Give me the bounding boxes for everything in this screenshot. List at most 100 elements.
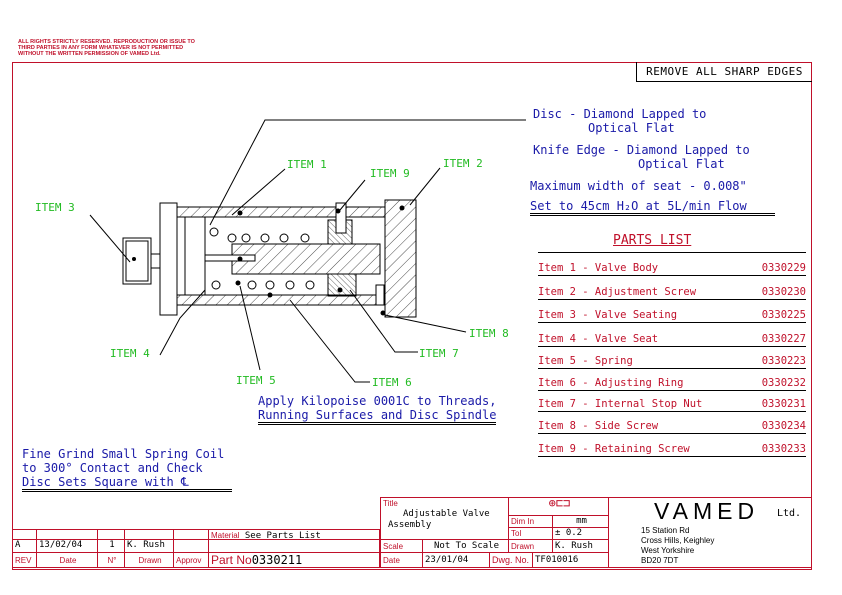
note-line: Optical Flat [638,157,725,171]
callout-item-9: ITEM 9 [370,167,410,180]
callout-item-6: ITEM 6 [372,376,412,389]
company-suffix: Ltd. [777,508,802,519]
side-screw-part [375,284,385,306]
part-label: Item 2 - Adjustment Screw [538,286,697,298]
scale-value: Not To Scale [422,539,509,553]
max-width-note: Maximum width of seat - 0.008" [530,179,747,193]
note-line: Running Surfaces and Disc Spindle [258,408,497,425]
part-label: Item 8 - Side Screw [538,420,659,432]
part-label: Item 9 - Retaining Screw [538,443,690,455]
parts-list-row: Item 8 - Side Screw 0330234 [538,412,806,434]
callout-item-4: ITEM 4 [110,347,150,360]
remove-sharp-edges-note: REMOVE ALL SHARP EDGES [636,62,812,82]
title-line: Assembly [388,520,432,530]
adjusting-ring-part [327,273,357,297]
part-label: Item 6 - Adjusting Ring [538,377,684,389]
part-label: Item 3 - Valve Seating [538,309,678,321]
drawn-value: K. Rush [552,539,609,553]
scale-label: Scale [380,539,423,553]
drawing-frame [12,62,812,570]
part-number: 0330232 [761,377,806,389]
knife-edge-note: Knife Edge - Diamond Lapped to Optical F… [533,143,750,171]
rev-value: A [12,539,37,553]
date-header: Date [36,552,98,568]
part-no-value: 0330211 [251,553,303,567]
parts-list-row: Item 7 - Internal Stop Nut 0330231 [538,390,806,412]
leader-lines [89,119,526,383]
address-line: BD20 7DT [641,556,679,565]
note-line: Disc - Diamond Lapped to [533,107,707,121]
leader-dots [132,205,405,316]
part-number: 0330223 [761,355,806,367]
part-number: 0330231 [761,398,806,410]
rev-number-value: 1 [97,539,125,553]
address-line: 15 Station Rd [641,526,690,535]
dwg-no-label: Dwg. No. [489,552,533,568]
spindle [231,243,381,275]
material-label: Material [211,531,240,540]
callout-item-2: ITEM 2 [443,157,483,170]
parts-list-row: Item 4 - Valve Seat 0330227 [538,325,806,347]
apply-note: Apply Kilopoise 0001C to Threads, Runnin… [258,394,497,425]
projection-symbol-icon: ⊕⊏⊐ [508,497,609,516]
parts-list-row: Item 1 - Valve Body 0330229 [538,254,806,276]
copyright-line: THIRD PARTIES IN ANY FORM WHATEVER IS NO… [18,45,184,51]
retaining-screw-part [335,202,347,234]
drawn-label: Drawn [508,539,553,553]
note-line: Knife Edge - Diamond Lapped to [533,143,750,157]
parts-list-row: Item 5 - Spring 0330223 [538,347,806,369]
part-number: 0330233 [761,443,806,455]
part-label: Item 4 - Valve Seat [538,333,659,345]
note-line: to 300° Contact and Check [22,461,203,475]
parts-list-title: PARTS LIST [613,233,692,248]
address-line: Cross Hills, Keighley [641,536,715,545]
callout-item-5: ITEM 5 [236,374,276,387]
date-label: Date [380,552,423,568]
rev-drawn-value: K. Rush [124,539,174,553]
valve-seat-part [184,216,206,296]
approv-header: Approv [173,552,209,568]
grind-note: Fine Grind Small Spring Coil to 300° Con… [22,447,232,492]
date-value: 23/01/04 [422,552,490,568]
parts-list-row: Item 6 - Adjusting Ring 0330232 [538,369,806,391]
parts-list-row: Item 9 - Retaining Screw 0330233 [538,435,806,457]
material-value: See Parts List [244,531,321,540]
adjustment-screw-part [384,199,417,318]
set-flow-note: Set to 45cm H₂O at 5L/min Flow [530,199,775,216]
copyright-line: ALL RIGHTS STRICTLY RESERVED. REPRODUCTI… [18,39,195,45]
title-line: Adjustable Valve [403,509,490,519]
copyright-notice: ALL RIGHTS STRICTLY RESERVED. REPRODUCTI… [18,39,195,57]
note-line: Fine Grind Small Spring Coil [22,447,225,461]
note-line: Optical Flat [588,121,675,135]
note-line: Apply Kilopoise 0001C to Threads, [258,394,497,408]
valve-body-upper-wall [176,206,386,218]
part-label: Item 5 - Spring [538,355,633,367]
part-number: 0330225 [761,309,806,321]
part-number: 0330234 [761,420,806,432]
part-number: 0330227 [761,333,806,345]
title-label: Title [383,499,398,508]
parts-list-row: Item 3 - Valve Seating 0330225 [538,301,806,323]
drawn-header: Drawn [124,552,174,568]
part-number: 0330229 [761,262,806,274]
part-label: Item 7 - Internal Stop Nut [538,398,703,410]
part-no-label: Part No [211,553,252,567]
part-label: Item 1 - Valve Body [538,262,659,274]
rev-header: REV [12,552,37,568]
parts-list-divider [538,252,806,253]
copyright-line: WITHOUT THE WRITTEN PERMISSION OF VAMED … [18,51,161,57]
rev-date-value: 13/02/04 [36,539,98,553]
callout-item-7: ITEM 7 [419,347,459,360]
callout-item-1: ITEM 1 [287,158,327,171]
callout-item-3: ITEM 3 [35,201,75,214]
address-line: West Yorkshire [641,546,695,555]
spring-coils [209,227,315,290]
flange [159,202,178,316]
dwg-no-value: TF010016 [532,552,609,568]
note-line: Disc Sets Square with ℄ [22,475,232,492]
disc-note: Disc - Diamond Lapped to Optical Flat [533,107,706,135]
valve-seating-part [122,237,152,285]
company-block: VAMED Ltd. 15 Station Rd Cross Hills, Ke… [608,497,812,568]
